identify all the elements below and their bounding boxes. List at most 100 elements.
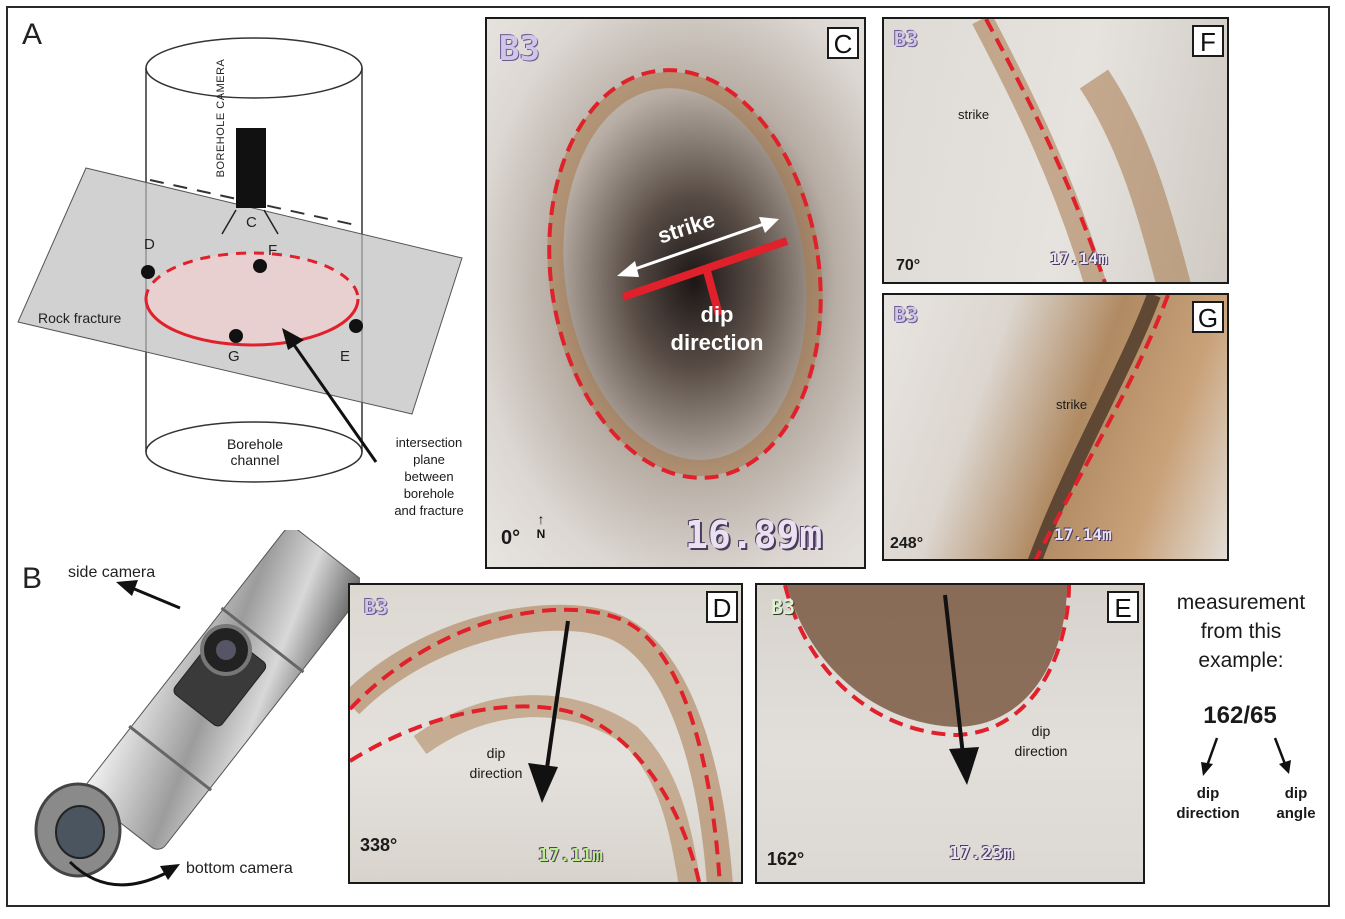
point-e (349, 319, 363, 333)
point-d (141, 265, 155, 279)
measurement-header-line3: example: (1198, 649, 1284, 672)
panel-f-tag: F (1192, 25, 1224, 57)
panel-e-photo: B3 E dip direction 162° 17.23m (755, 583, 1145, 884)
panel-f-strike-label: strike (958, 107, 990, 122)
panel-f-overlay (972, 19, 1191, 282)
north-indicator: ↑ N (533, 511, 549, 541)
panel-d-depth: 17.11m (538, 845, 604, 866)
intersection-label-line5: and fracture (394, 503, 464, 518)
panel-letter-b: B (22, 562, 43, 595)
intersection-back-trace (144, 251, 360, 300)
panel-c-degree: 0° (501, 527, 521, 549)
label-e: E (340, 348, 351, 365)
dip-direction-caption-line2: direction (1176, 805, 1240, 822)
measurement-header-line2: from this (1200, 620, 1282, 643)
fracture-stain (787, 585, 1067, 727)
panel-g-tag: G (1192, 301, 1224, 333)
point-f (253, 259, 267, 273)
panel-e-camera-id: B3 (771, 595, 796, 619)
rock-fracture-label: Rock fracture (38, 310, 122, 326)
dip-arrow-shaft (943, 594, 965, 756)
dip-direction-pointer (1205, 737, 1219, 767)
intersection-arrow-head (282, 328, 304, 350)
dip-direction-caption: dip direction (1168, 784, 1248, 824)
point-g (229, 329, 243, 343)
panel-d-tag: D (706, 591, 738, 623)
label-f: F (268, 242, 278, 259)
dip-arrow-head (528, 763, 558, 803)
side-camera-label: side camera (68, 564, 156, 581)
fracture-trace-lower (350, 704, 702, 882)
panel-c-depth: 16.89m (685, 513, 823, 557)
camera-fov-left (221, 209, 237, 235)
bottom-camera-arrow-head (160, 864, 180, 880)
cylinder-top (145, 37, 363, 99)
panel-c-camera-id: B3 (499, 29, 540, 69)
camera-device-illustration (34, 530, 360, 887)
panel-g-degree: 248° (890, 535, 924, 552)
north-label: N (536, 527, 546, 541)
intersection-fill (146, 253, 358, 345)
panel-e-dip-line1: dip (1031, 723, 1051, 739)
panel-f-depth: 17.14m (1050, 249, 1108, 268)
camera-fov-right (263, 209, 279, 235)
camera-body (236, 128, 266, 208)
panel-c-tag: C (827, 27, 859, 59)
panel-d-degree: 338° (360, 835, 398, 855)
side-camera-arrow-shaft (131, 586, 181, 610)
strike-arrow-left-head (617, 261, 639, 277)
fracture-stain-upper (350, 604, 733, 882)
panel-g-photo: B3 G strike 248° 17.14m (882, 293, 1229, 561)
dip-angle-caption: dip angle (1266, 784, 1326, 824)
fracture-stain (1079, 69, 1191, 282)
fracture-trace (547, 68, 823, 480)
borehole-channel-label: Borehole channel (210, 436, 300, 468)
dip-angle-pointer (1273, 737, 1287, 765)
panel-d-photo: B3 D dip direction 338° 17.11m (348, 583, 743, 884)
panel-c-dip-line1: dip (700, 302, 734, 327)
channel-label-line2: channel (230, 452, 280, 468)
dip-direction-caption-line1: dip (1196, 785, 1220, 802)
label-c: C (246, 214, 257, 231)
panel-e-degree: 162° (767, 849, 805, 869)
intersection-label-line1: intersection (395, 435, 463, 450)
intersection-arrow-shaft (290, 341, 378, 463)
intersection-label-line3: between (404, 469, 454, 484)
channel-label-line1: Borehole (226, 436, 284, 452)
panel-e-dip-label: dip direction (991, 721, 1091, 761)
panel-g-camera-id: B3 (894, 303, 919, 327)
panel-c-overlay (547, 68, 823, 480)
fracture-trace (783, 585, 1071, 738)
panel-e-overlay (783, 585, 1071, 785)
panel-e-tag: E (1107, 591, 1139, 623)
panel-c-dip-label: dip direction (657, 301, 777, 357)
panel-c-dip-line2: direction (670, 330, 764, 355)
side-camera-arrow-head (116, 580, 138, 596)
fracture-trace (984, 19, 1107, 282)
measurement-header: measurement from this example: (1150, 588, 1332, 675)
panel-g-strike-label: strike (1056, 397, 1088, 412)
measurement-arrows (1201, 737, 1291, 776)
camera-label-text: BOREHOLE CAMERA (215, 58, 227, 178)
panel-c-photo: B3 C strike dip direction 0° ↑ N 16.89m (485, 17, 866, 569)
intersection-label: intersection plane between borehole and … (374, 434, 484, 519)
dip-arrow-head (949, 747, 979, 785)
strike-arrow-right-head (759, 217, 779, 233)
label-d: D (144, 236, 155, 253)
panel-g-overlay (1028, 295, 1170, 559)
dip-tick (703, 269, 723, 317)
panel-e-dip-line2: direction (1014, 743, 1068, 759)
strike-arrow-shaft (628, 221, 768, 273)
fracture-trace (1033, 295, 1170, 559)
panel-g-depth: 17.14m (1054, 525, 1112, 544)
panel-d-dip-line2: direction (469, 765, 523, 781)
measurement-header-line1: measurement (1176, 591, 1306, 614)
label-g: G (228, 348, 240, 365)
measurement-value: 162/65 (1203, 702, 1277, 729)
dip-angle-caption-line2: angle (1276, 805, 1316, 822)
dip-arrow-shaft (544, 620, 570, 776)
bottom-camera-lens (55, 805, 105, 859)
panel-d-overlay (350, 604, 733, 882)
fracture-trace-upper (350, 607, 722, 882)
intersection-label-line4: borehole (403, 486, 455, 501)
